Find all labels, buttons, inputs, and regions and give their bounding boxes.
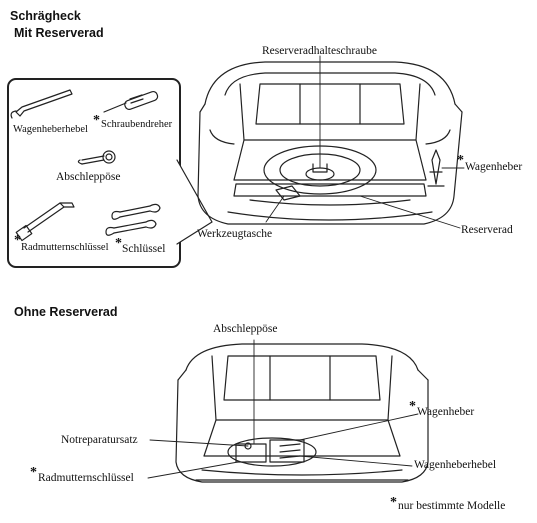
label-lug-wrench: Radmutternschlüssel	[21, 242, 109, 253]
label-tow-hook-lower: Abschleppöse	[213, 323, 278, 335]
label-spare-tire: Reserverad	[461, 224, 513, 236]
car-rear-without-spare	[175, 343, 429, 483]
lug-wrench-icon	[15, 202, 75, 242]
label-jack-lever: Wagenheberhebel	[13, 124, 88, 135]
jack-lever-icon	[10, 89, 73, 119]
label-jack-lever-lower: Wagenheberhebel	[414, 459, 497, 471]
asterisk-lug-wrench: *	[14, 233, 21, 248]
asterisk-jack-lower: *	[409, 399, 416, 414]
footnote-text: nur bestimmte Modelle	[398, 500, 506, 512]
callout-pointer	[176, 159, 213, 245]
label-jack-lower: Wagenheber	[417, 406, 475, 418]
section-title-hatchback: Schrägheck	[10, 9, 81, 23]
label-screwdriver: Schraubendreher	[101, 119, 173, 130]
screwdriver-icon	[103, 90, 159, 113]
asterisk-spanner: *	[115, 236, 122, 251]
label-repair-kit: Notreparatursatz	[61, 434, 138, 446]
asterisk-screwdriver: *	[93, 113, 100, 128]
asterisk-footnote: *	[390, 495, 397, 510]
tow-hook-icon	[77, 150, 116, 165]
label-spare-bolt: Reserveradhalteschraube	[262, 45, 377, 57]
tool-kit-box	[7, 78, 181, 268]
label-tool-bag: Werkzeugtasche	[197, 228, 273, 240]
section-title-without-spare: Ohne Reserverad	[14, 305, 118, 319]
asterisk-jack-upper: *	[457, 153, 464, 168]
label-jack-upper: Wagenheber	[465, 161, 523, 173]
section-title-with-spare: Mit Reserverad	[14, 26, 104, 40]
label-lug-wrench-lower: Radmutternschlüssel	[38, 472, 134, 484]
label-tow-hook: Abschleppöse	[56, 171, 121, 183]
label-spanner: Schlüssel	[122, 243, 166, 255]
asterisk-lug-wrench-lower: *	[30, 465, 37, 480]
car-rear-with-spare	[197, 61, 463, 225]
spanner-icon	[105, 203, 161, 236]
